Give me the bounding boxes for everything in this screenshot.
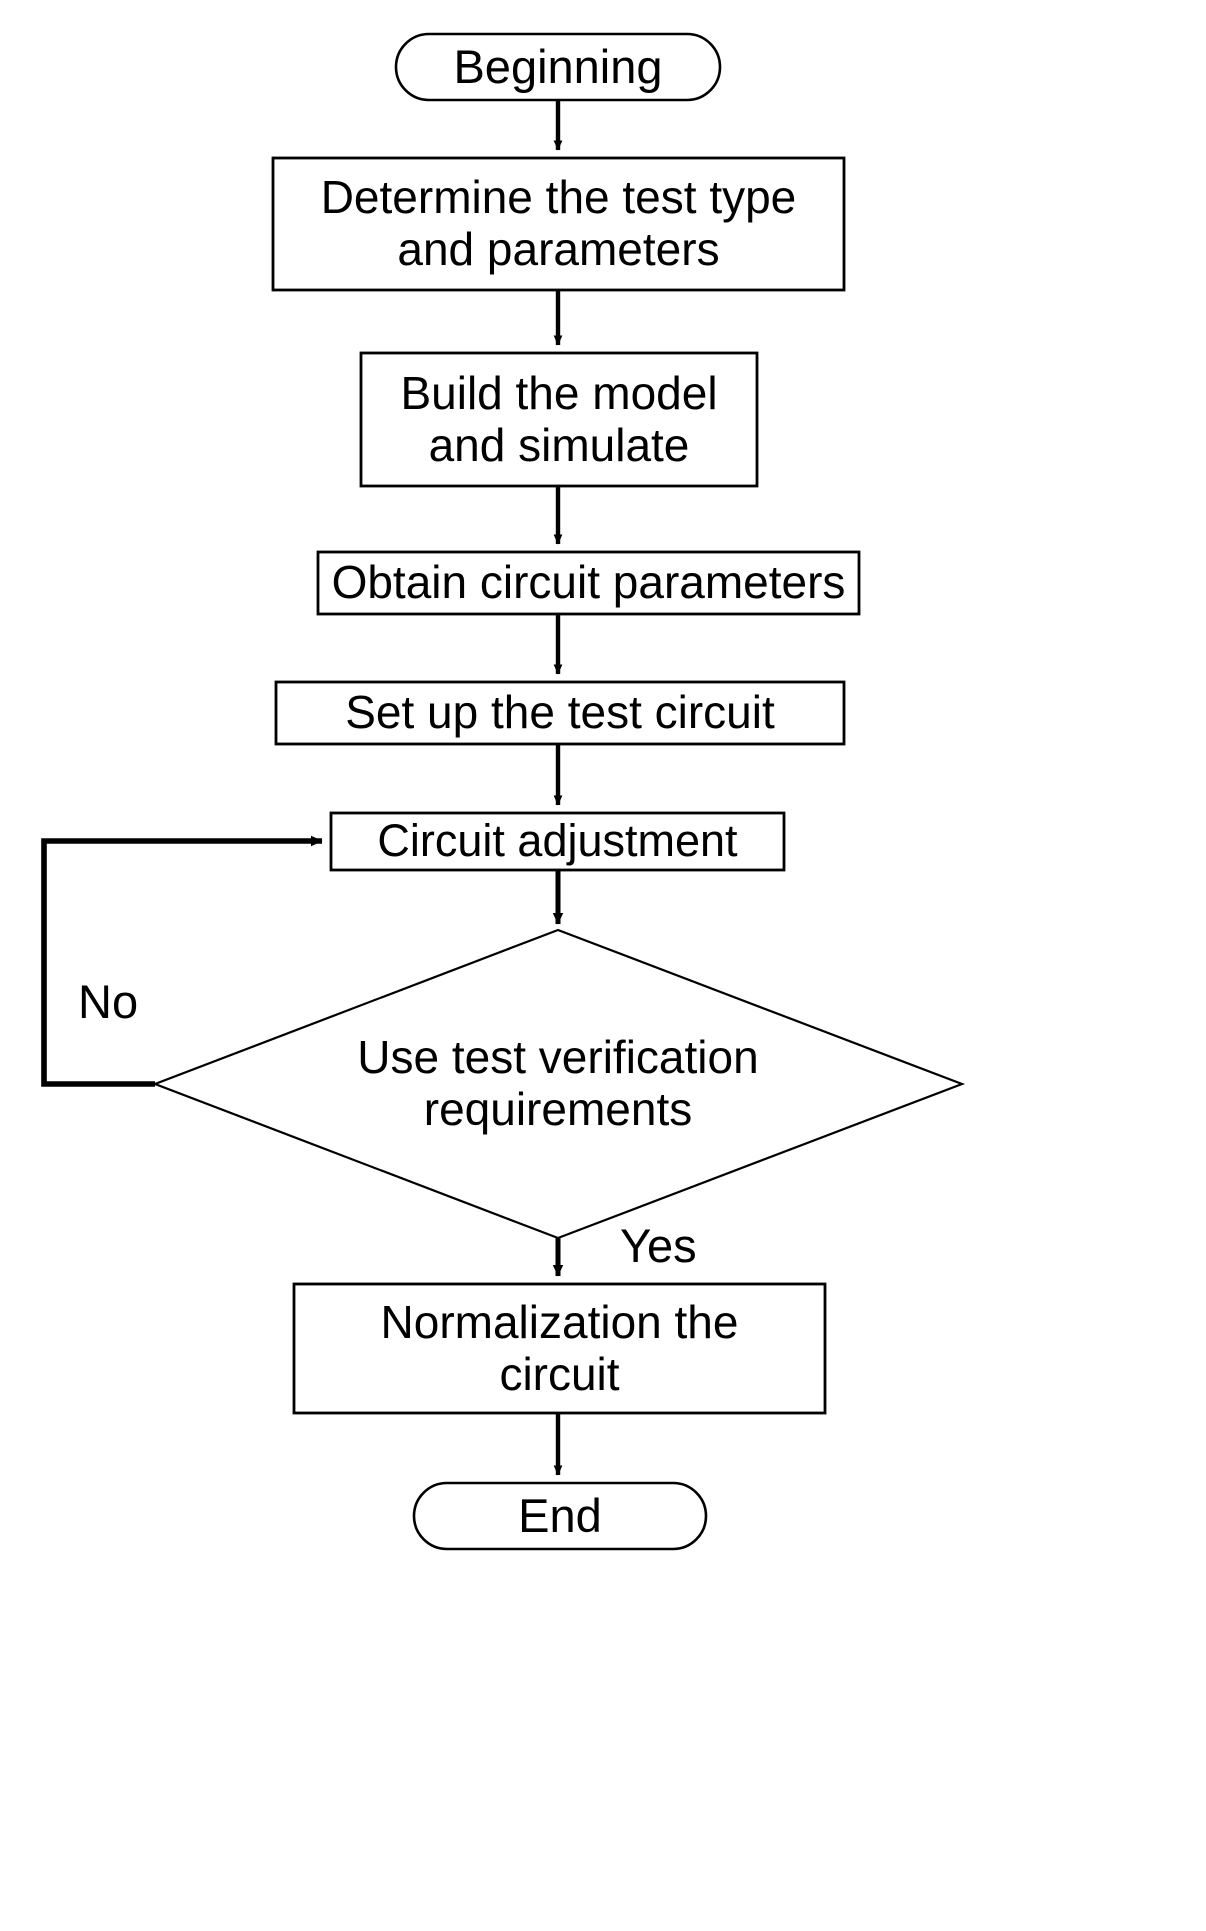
node-shape-verify — [151, 928, 966, 1240]
node-shape-determine — [271, 156, 846, 292]
node-shape-adjust — [329, 811, 786, 872]
node-shape-build — [359, 351, 759, 488]
node-shape-obtain — [316, 550, 861, 616]
node-shape-normalize — [292, 1282, 827, 1415]
edge-label-yes: Yes — [620, 1219, 697, 1272]
node-shape-setup — [274, 680, 846, 746]
node-shape-start — [394, 32, 722, 102]
edge-label-no: No — [78, 975, 139, 1028]
edge-verify-to-adjust-no — [41, 835, 323, 1087]
node-shape-end — [412, 1481, 708, 1551]
